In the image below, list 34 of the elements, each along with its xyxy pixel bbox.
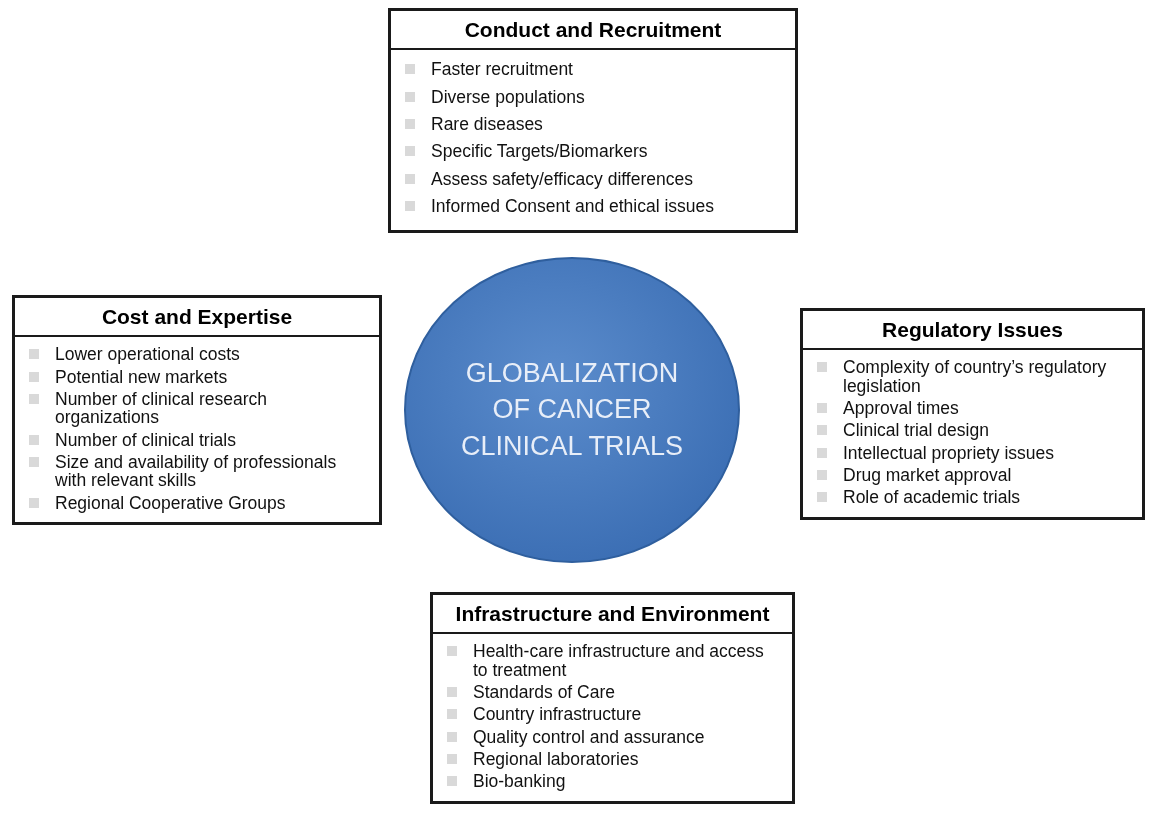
topic-box (430, 592, 795, 804)
bullet-item: Approval times (817, 398, 1132, 418)
bullet-item: Potential new markets (29, 367, 369, 386)
central-ellipse (402, 255, 742, 565)
bullet-item: Lower operational costs (29, 345, 369, 364)
bullet-item: Specific Targets/Biomarkers (405, 142, 785, 161)
bullet-item: Diverse populations (405, 87, 785, 106)
box-heading: Infrastructure and Environment (433, 595, 792, 635)
box-heading: Regulatory Issues (803, 311, 1142, 351)
bullet-item: Regional laboratories (447, 750, 782, 769)
bullet-item: Standards of Care (447, 682, 782, 702)
box-heading: Cost and Expertise (15, 298, 379, 338)
bullet-item: Complexity of country’s regulatory legislation (817, 358, 1132, 395)
bullet-item: Regional Cooperative Groups (29, 493, 369, 513)
box-heading: Conduct and Recruitment (391, 11, 795, 51)
bullet-item: Assess safety/efficacy differences (405, 169, 785, 189)
bullet-item: Country infrastructure (447, 705, 782, 724)
topic-box (12, 295, 382, 526)
bullet-item: Rare diseases (405, 114, 785, 134)
bullet-item: Number of clinical trials (29, 430, 369, 450)
topic-box (800, 308, 1145, 520)
bullet-item: Informed Consent and ethical issues (405, 197, 785, 216)
bullet-item: Drug market approval (817, 466, 1132, 485)
bullet-item: Health-care infrastructure and access to treatment (447, 642, 782, 679)
topic-box (388, 8, 798, 234)
bullet-item: Clinical trial design (817, 421, 1132, 440)
bullet-item: Number of clinical research organizations (29, 389, 369, 427)
bullet-item: Quality control and assurance (447, 727, 782, 747)
center-title: GLOBALIZATION OF CANCER CLINICAL TRIALS (459, 357, 685, 464)
bullet-item: Size and availability of professionals with relevant skills (29, 453, 369, 490)
bullet-item: Intellectual propriety issues (817, 443, 1132, 463)
bullet-item: Faster recruitment (405, 60, 785, 79)
bullet-item: Role of academic trials (817, 488, 1132, 507)
bullet-item: Bio-banking (447, 772, 782, 791)
